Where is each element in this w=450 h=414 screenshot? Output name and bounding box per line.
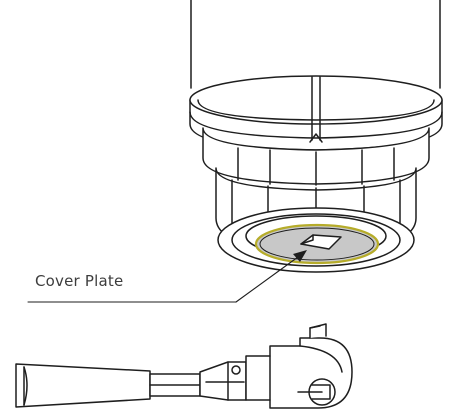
ratchet-wrench-icon bbox=[15, 323, 353, 409]
cover-plate-label: Cover Plate bbox=[35, 272, 124, 290]
cover-plate-callout bbox=[27, 250, 307, 303]
cover-plate bbox=[254, 223, 380, 265]
